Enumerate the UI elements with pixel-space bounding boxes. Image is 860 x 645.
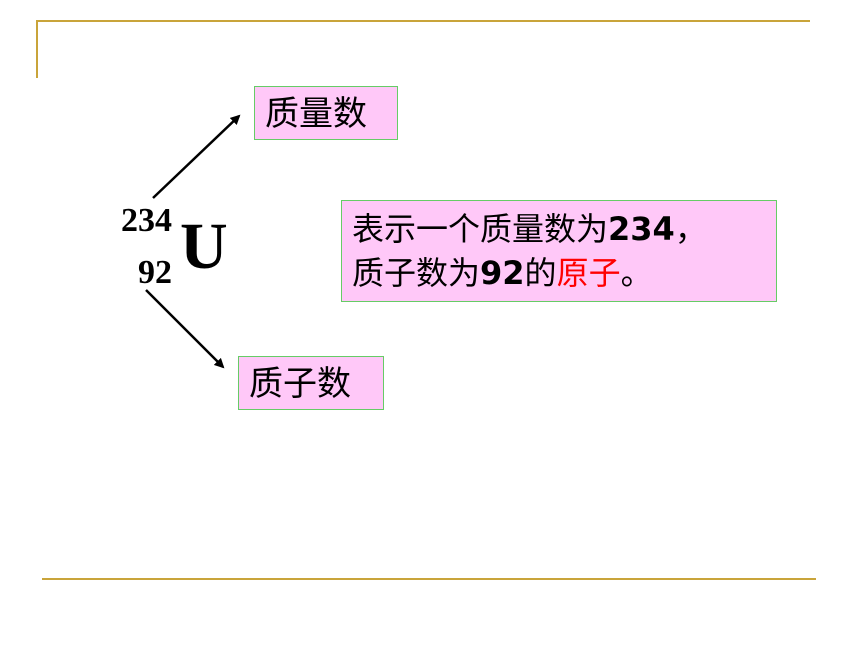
description-of: 的 <box>524 254 557 292</box>
top-rule <box>36 20 810 22</box>
mass-number-label: 质量数 <box>265 94 367 134</box>
mass-number-value: 234 <box>608 210 675 248</box>
proton-number-label: 质子数 <box>249 364 351 404</box>
atom-highlight: 原子 <box>556 254 621 292</box>
description-line-1: 表示一个质量数为234， <box>352 207 766 251</box>
element-symbol: U <box>180 210 228 283</box>
description-period: 。 <box>620 254 653 292</box>
atomic-number: 92 <box>138 254 172 291</box>
description-comma: ， <box>674 210 707 248</box>
proton-number-label-box: 质子数 <box>238 356 384 410</box>
arrow-to-mass-number <box>152 114 241 199</box>
mass-number-label-box: 质量数 <box>254 86 398 140</box>
proton-number-value: 92 <box>480 254 525 292</box>
description-box: 表示一个质量数为234， 质子数为92的原子。 <box>341 200 777 302</box>
description-text-1: 表示一个质量数为 <box>352 210 609 248</box>
description-text-2: 质子数为 <box>352 254 481 292</box>
left-rule <box>36 20 38 78</box>
mass-number: 234 <box>121 202 172 239</box>
bottom-rule <box>42 578 816 580</box>
description-line-2: 质子数为92的原子。 <box>352 251 766 295</box>
arrow-to-proton-number <box>145 289 225 369</box>
